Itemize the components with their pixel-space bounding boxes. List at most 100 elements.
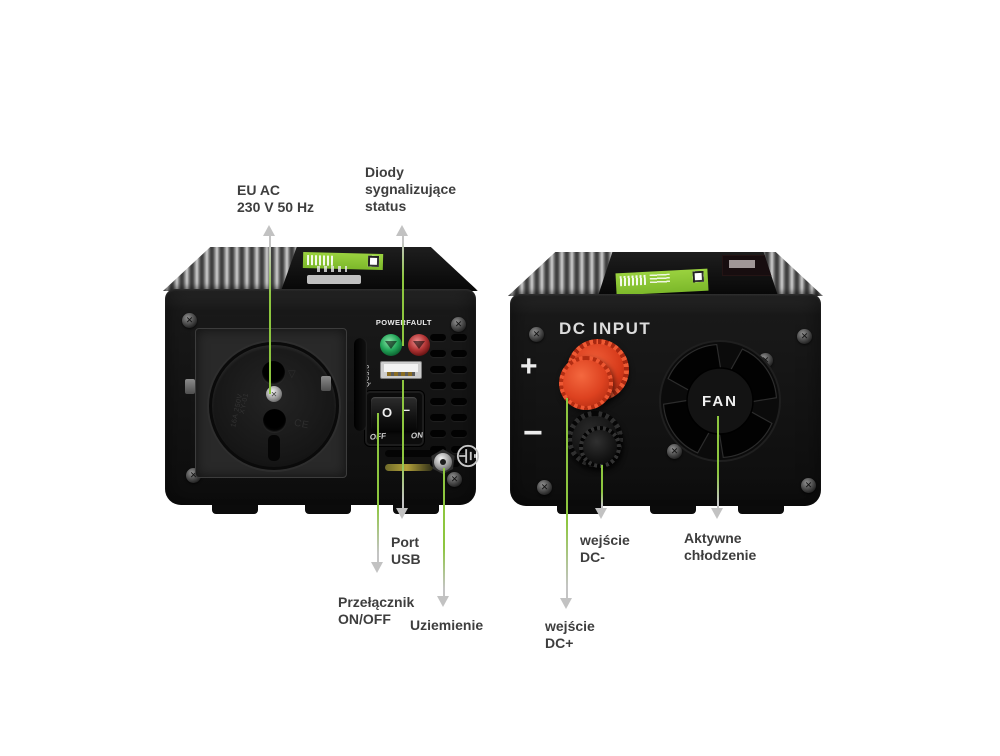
- socket-pin-hole: [263, 409, 286, 432]
- spec-label: [307, 275, 361, 284]
- ribbed-housing-top: [163, 247, 478, 291]
- arrowhead-icon: [595, 508, 607, 519]
- dc-plus-terminal-knob: [559, 356, 613, 410]
- screw-icon: [667, 444, 682, 459]
- mounting-feet: [536, 505, 795, 514]
- foot-tab: [738, 505, 785, 514]
- housing-top-face: [281, 247, 477, 291]
- arrowhead-icon: [371, 562, 383, 573]
- sticker-text-lines: [649, 273, 671, 284]
- label-active-cooling: Aktywne chłodzenie: [684, 530, 757, 563]
- socket-pin-hole: [262, 361, 285, 384]
- dc-minus-terminal-knob: [579, 426, 621, 468]
- usb-tongue: [384, 364, 418, 372]
- arrowhead-icon: [396, 225, 408, 236]
- switch-on-symbol: –: [402, 402, 410, 417]
- vent-slot: [451, 446, 467, 453]
- arrowhead-icon: [437, 596, 449, 607]
- socket-molded-mark: ▽: [288, 369, 297, 380]
- vent-slot: [430, 430, 446, 437]
- socket-ground-slot: [268, 435, 280, 461]
- label-usb-port: Port USB: [391, 534, 421, 567]
- mounting-feet: [191, 505, 450, 514]
- back-panel: DC INPUT + − FAN: [510, 294, 821, 506]
- label-on-off-switch: Przełącznik ON/OFF: [338, 594, 415, 627]
- arrowhead-icon: [560, 598, 572, 609]
- socket-ground-clip: [321, 376, 331, 391]
- fan-label: FAN: [702, 392, 738, 410]
- label-status-leds: Diody sygnalizujące status: [365, 164, 457, 214]
- vent-slot: [451, 398, 467, 405]
- vent-slot-sticker: [385, 464, 433, 471]
- power-led-label: POWER: [375, 318, 407, 327]
- label-dc-plus-input: wejście DC+: [545, 618, 595, 651]
- vent-slot: [451, 430, 467, 437]
- screw-icon: [797, 329, 812, 344]
- foot-tab: [556, 505, 603, 514]
- label-grounding: Uziemienie: [410, 617, 484, 633]
- ribbed-housing-top: [508, 252, 823, 296]
- housing-top-face: [598, 252, 778, 296]
- vent-slot: [451, 382, 467, 389]
- panel-groove: [354, 338, 367, 431]
- screw-center: [440, 459, 446, 465]
- vent-slot: [451, 350, 467, 357]
- barcode-icon: [306, 255, 334, 266]
- ventilation-slots: [430, 334, 467, 453]
- fan-icon: [659, 340, 781, 462]
- screw-icon: [801, 478, 816, 493]
- vent-slot: [430, 350, 446, 357]
- minus-terminal-label: −: [523, 414, 543, 452]
- qr-code-icon: [367, 255, 380, 267]
- plus-terminal-label: +: [520, 350, 538, 383]
- ac-socket-plate: 16A 250V XY-01 CE ▽: [185, 328, 347, 478]
- switch-on-label: ON: [410, 430, 424, 441]
- vent-slot: [430, 414, 446, 421]
- foot-tab: [211, 505, 258, 514]
- screw-icon: [537, 480, 552, 495]
- schuko-socket: 16A 250V XY-01 CE ▽: [209, 342, 339, 470]
- label-eu-ac: EU AC 230 V 50 Hz: [237, 182, 315, 215]
- vent-slot: [430, 382, 446, 389]
- screw-icon: [529, 327, 544, 342]
- arrowhead-icon: [263, 225, 275, 236]
- ground-screw-icon: [431, 449, 455, 474]
- usb-port-icon: [380, 361, 422, 379]
- inverter-back-view: DC INPUT + − FAN: [508, 252, 823, 514]
- power-switch-plate: O –: [364, 390, 425, 447]
- front-panel: 16A 250V XY-01 CE ▽ POWER FAULT QC3.0 O: [165, 289, 480, 505]
- vent-slot: [451, 366, 467, 373]
- inverter-front-view: 16A 250V XY-01 CE ▽ POWER FAULT QC3.0 O: [163, 247, 480, 514]
- screw-icon: [182, 313, 197, 328]
- label-dc-minus-input: wejście DC-: [580, 532, 630, 565]
- power-led-icon: [380, 334, 402, 356]
- dc-input-label: DC INPUT: [559, 319, 652, 338]
- fault-led-label: FAULT: [406, 318, 432, 327]
- spec-window: [729, 260, 755, 268]
- vent-slot: [430, 366, 446, 373]
- arrowhead-icon: [396, 508, 408, 519]
- vent-slot: [385, 450, 437, 457]
- screw-icon: [447, 472, 462, 487]
- socket-ground-clip: [185, 379, 195, 394]
- spec-print: [317, 266, 347, 272]
- screw-icon: [451, 317, 466, 332]
- vent-slot: [451, 414, 467, 421]
- vent-slot: [430, 398, 446, 405]
- foot-tab: [393, 505, 440, 514]
- brand-sticker: [615, 268, 709, 296]
- earth-ground-icon: [456, 444, 480, 468]
- foot-tab: [304, 505, 351, 514]
- spec-label: [722, 255, 776, 276]
- switch-off-symbol: O: [382, 405, 393, 420]
- vent-slot: [451, 334, 467, 341]
- vent-slot: [430, 334, 446, 341]
- qr-code-icon: [692, 270, 705, 283]
- foot-tab: [649, 505, 696, 514]
- barcode-icon: [619, 274, 647, 287]
- fault-led-icon: [408, 334, 430, 356]
- socket-molded-text: CE: [293, 417, 310, 432]
- vent-slot: [430, 446, 446, 453]
- arrowhead-icon: [711, 508, 723, 519]
